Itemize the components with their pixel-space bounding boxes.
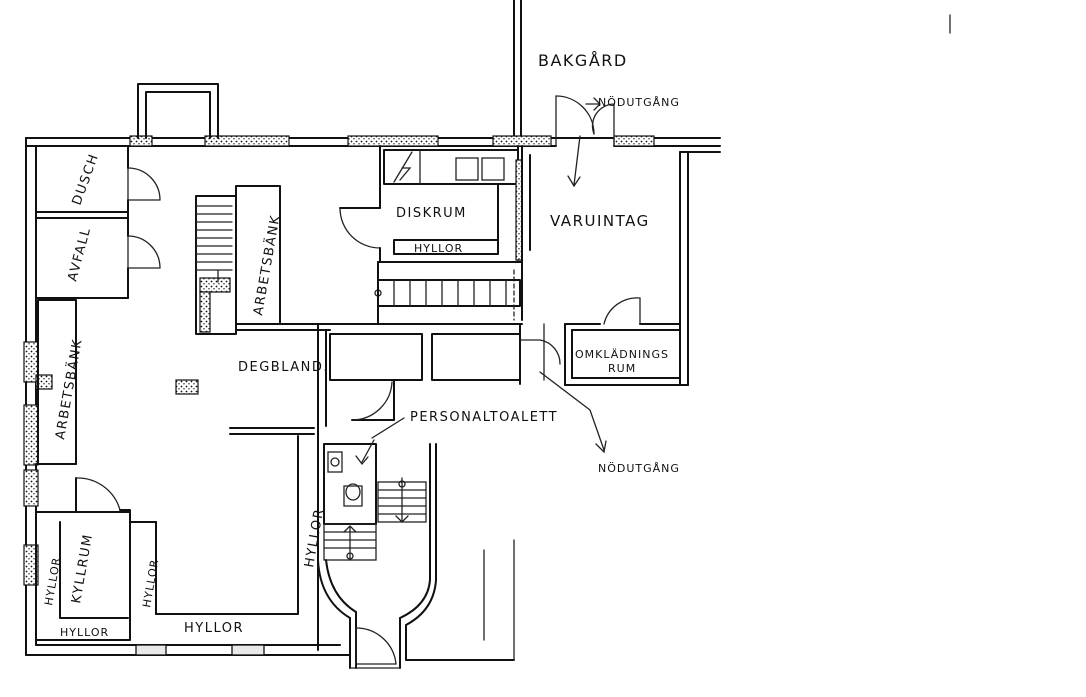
omkladning-room bbox=[571, 329, 681, 379]
label-diskrum: DISKRUM bbox=[396, 206, 467, 221]
middle-rooms bbox=[229, 323, 607, 651]
varuintag-room bbox=[521, 95, 681, 386]
label-rum: RUM bbox=[608, 362, 636, 375]
kyllrum-room bbox=[35, 463, 131, 641]
label-dusch: DUSCH bbox=[70, 151, 103, 207]
bay-window bbox=[137, 83, 219, 139]
toilet-stair bbox=[317, 417, 515, 669]
label-nodutgang-top: NÖDUTGÅNG bbox=[598, 96, 680, 109]
bottom-shelves bbox=[129, 435, 299, 615]
dusch-avfall-rooms bbox=[35, 145, 161, 299]
center-pillar bbox=[175, 379, 199, 395]
label-bakgard: BAKGÅRD bbox=[538, 51, 628, 70]
label-varuintag: VARUINTAG bbox=[550, 212, 650, 230]
label-hyllor-bottom: HYLLOR bbox=[184, 621, 244, 636]
window-sections bbox=[23, 135, 655, 656]
label-nodutgang-right: NÖDUTGÅNG bbox=[598, 462, 680, 475]
center-stair bbox=[195, 185, 331, 335]
outer-walls bbox=[25, 0, 951, 656]
diskrum-room bbox=[317, 145, 523, 325]
label-omkladnings: OMKLÄDNINGS bbox=[575, 348, 669, 361]
label-avfall: AVFALL bbox=[65, 225, 94, 283]
label-hyllor-kyl-right: HYLLOR bbox=[140, 558, 161, 609]
label-arbetsbank-center: ARBETSBÄNK bbox=[250, 213, 284, 317]
label-degbland: DEGBLAND. bbox=[238, 360, 329, 375]
label-hyllor-kyl-bottom: HYLLOR bbox=[60, 626, 109, 639]
label-arbetsbank-left: ARBETSBÄNK bbox=[52, 337, 86, 441]
label-hyllor-disk: HYLLOR bbox=[414, 242, 463, 255]
label-personaltoalett: PERSONALTOALETT bbox=[410, 410, 558, 425]
label-kyllrum: KYLLRUM bbox=[69, 532, 96, 604]
